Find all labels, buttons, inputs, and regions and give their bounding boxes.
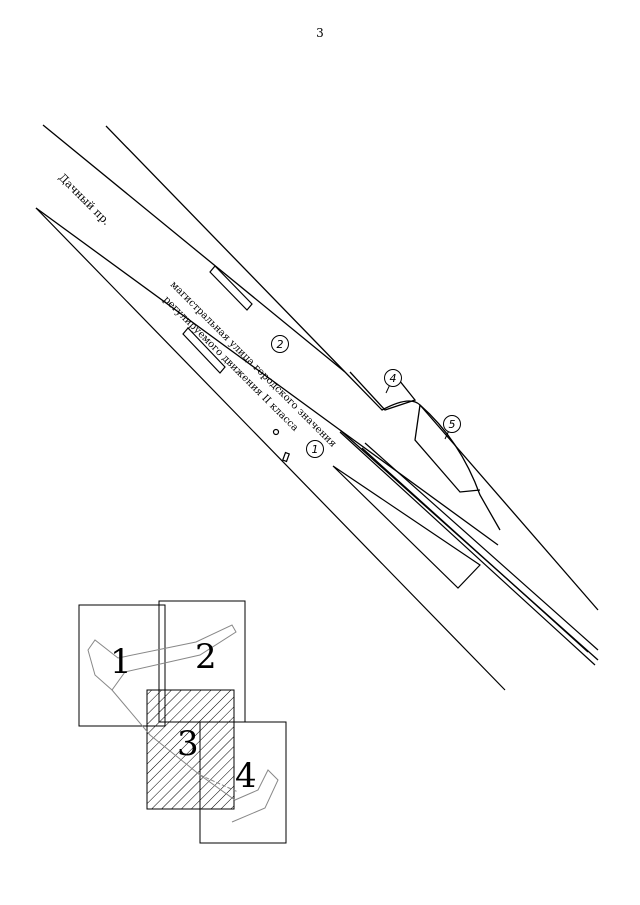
marker-2-label: 2 xyxy=(277,338,284,351)
pavilion-lower xyxy=(182,327,226,374)
road-edge-south-2 xyxy=(339,431,596,666)
footer-text: _____ ___ ___ ________ ________ ___ ____… xyxy=(0,898,184,905)
marker-5: 5 xyxy=(443,415,461,440)
road-edge-lower xyxy=(35,207,341,431)
marker-5-label: 5 xyxy=(449,418,456,431)
sheet-label-3: 3 xyxy=(177,724,199,764)
traffic-island xyxy=(332,465,481,589)
pavilion-upper xyxy=(209,265,253,311)
sheet-4-frame xyxy=(199,721,287,844)
sheet-label-2: 2 xyxy=(195,637,217,677)
sheet-1-frame xyxy=(78,604,166,727)
branch-edge-right xyxy=(419,404,599,611)
small-object xyxy=(281,451,291,463)
road-edge-outer-left xyxy=(42,124,346,373)
marker-4: 4 xyxy=(384,369,402,394)
marker-1: 1 xyxy=(306,440,324,458)
building-5 xyxy=(414,404,481,493)
branch-road xyxy=(344,371,599,611)
marker-2: 2 xyxy=(271,335,289,353)
sheet-index: 1 2 3 4 xyxy=(78,600,287,844)
marker-1-label: 1 xyxy=(312,443,319,456)
small-circle-object xyxy=(272,428,280,436)
road-label-line2: регулируемого движения II класса xyxy=(161,294,300,433)
rail-line-1 xyxy=(364,442,599,651)
road-edge-lower-right xyxy=(339,429,499,546)
road-edges xyxy=(35,124,599,661)
building-4 xyxy=(349,371,417,411)
marker-4-label: 4 xyxy=(390,372,397,385)
road-edge-south xyxy=(35,207,506,691)
sheet-label-1: 1 xyxy=(110,642,132,682)
rail-line-2 xyxy=(361,447,589,653)
page-number: 3 xyxy=(316,26,324,40)
rail-lines xyxy=(35,207,599,691)
road-label-line1: магистральная улица городского значения xyxy=(168,279,338,449)
sheet-label-4: 4 xyxy=(235,756,257,796)
road-edge-upper xyxy=(105,125,346,373)
sheet-index-area-outline xyxy=(87,624,279,823)
pavilions xyxy=(182,265,291,463)
street-name-label: Дачный пр. xyxy=(56,171,113,228)
